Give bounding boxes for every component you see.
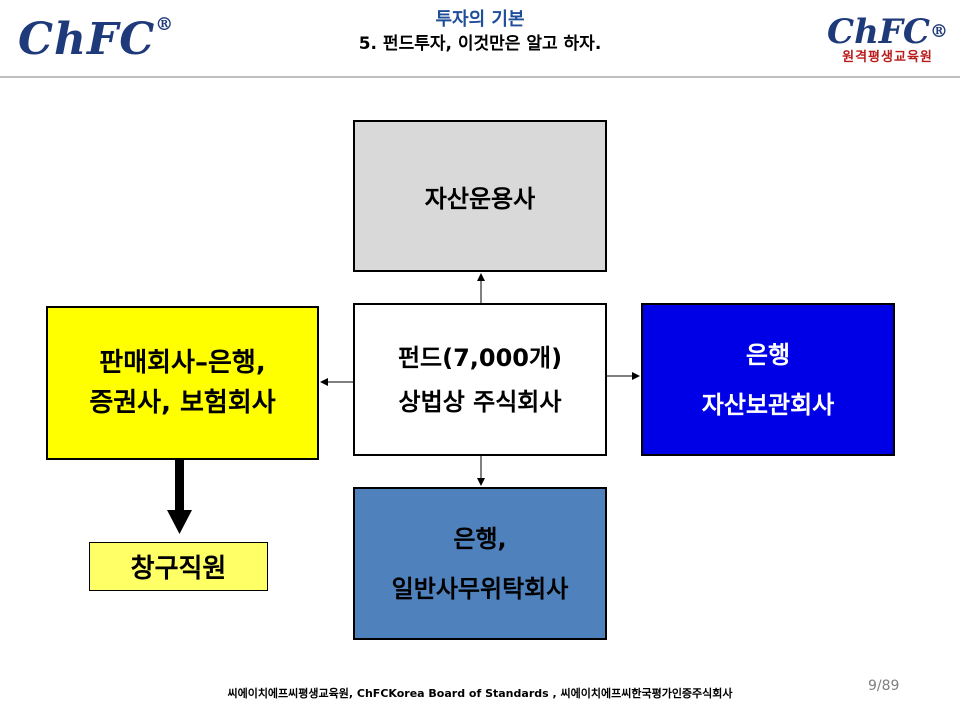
thick-arrow-shaft (175, 460, 184, 512)
slide-title: 5. 펀드투자, 이것만은 알고 하자. (358, 34, 602, 54)
header-divider (0, 76, 960, 78)
page-number: 9/89 (868, 678, 900, 694)
thick-arrow-head (167, 510, 192, 534)
sales-line-2: 증권사, 보험회사 (89, 388, 276, 418)
sales-line-1: 판매회사–은행, (99, 348, 266, 378)
admin-line-1: 은행, (453, 524, 507, 553)
custody-line-2: 자산보관회사 (701, 390, 835, 419)
admin-company-box: 은행, 일반사무위탁회사 (353, 487, 607, 640)
teller-box: 창구직원 (89, 542, 268, 591)
fund-label: 펀드(7,000개) (397, 343, 563, 372)
admin-line-2: 일반사무위탁회사 (391, 574, 569, 603)
slide-subtitle: 투자의 기본 (435, 9, 525, 30)
asset-manager-label: 자산운용사 (424, 184, 536, 213)
fund-legal-form: 상법상 주식회사 (398, 387, 562, 416)
asset-manager-box: 자산운용사 (353, 120, 607, 272)
chfc-logo-left: ChFC® (18, 14, 175, 65)
chfc-logo-right: ChFC® 원격평생교육원 (827, 12, 948, 65)
logo-right-subtitle: 원격평생교육원 (842, 50, 933, 65)
teller-label: 창구직원 (130, 554, 227, 584)
fund-box: 펀드(7,000개) 상법상 주식회사 (353, 303, 607, 456)
slide-header: 투자의 기본 5. 펀드투자, 이것만은 알고 하자. (0, 8, 960, 56)
custody-line-1: 은행 (745, 340, 791, 369)
footer-copyright: 씨에이치에프씨평생교육원, ChFCKorea Board of Standar… (227, 687, 733, 700)
custody-bank-box: 은행 자산보관회사 (641, 303, 895, 456)
sales-company-box: 판매회사–은행, 증권사, 보험회사 (46, 306, 319, 460)
